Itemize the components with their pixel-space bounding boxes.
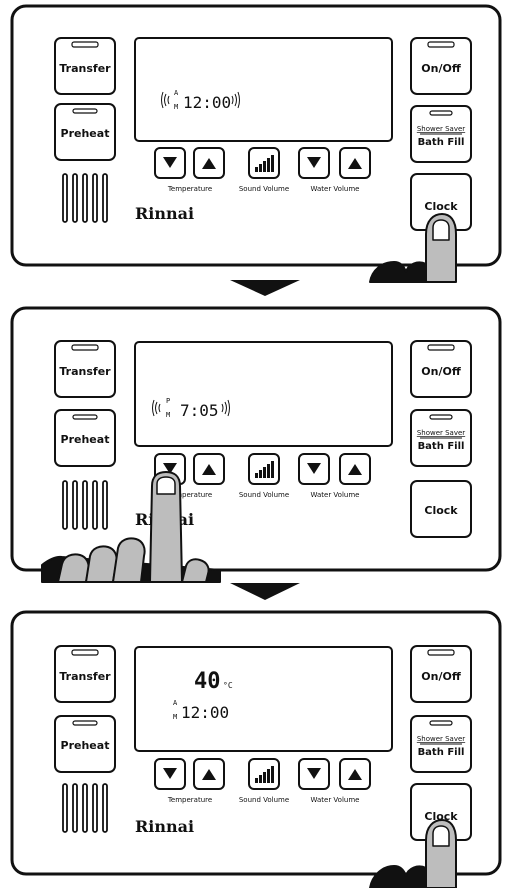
pressing-finger-icon (369, 819, 457, 888)
bath-fill-label: Bath Fill (418, 441, 465, 452)
volume-bars-icon (255, 461, 274, 478)
pressing-finger-icon (369, 213, 457, 283)
sound-volume-label: Sound Volume (239, 796, 289, 804)
down-arrow-icon (230, 583, 300, 600)
clock-button[interactable]: Clock (410, 783, 472, 841)
transfer-label: Transfer (59, 62, 111, 75)
preheat-label: Preheat (61, 739, 110, 752)
temperature-unit: °C (223, 681, 233, 690)
water-volume-down-button[interactable] (298, 758, 330, 790)
onoff-button[interactable]: On/Off (410, 340, 472, 398)
sound-volume-button[interactable] (248, 453, 280, 485)
lcd-display (134, 646, 393, 752)
temperature-label: Temperature (167, 185, 212, 193)
water-volume-down-button[interactable] (298, 147, 330, 179)
clock-button[interactable]: Clock (410, 480, 472, 538)
water-volume-up-button[interactable] (339, 147, 371, 179)
brand-logo: Rinnai (135, 817, 194, 836)
sound-volume-button[interactable] (248, 147, 280, 179)
bath-fill-button[interactable]: Shower Saver Bath Fill (410, 409, 472, 467)
clock-time: 12:00 (183, 93, 231, 112)
sound-wave-left-icon (161, 91, 170, 109)
onoff-label: On/Off (421, 62, 461, 75)
onoff-label: On/Off (421, 670, 461, 683)
preheat-label: Preheat (61, 127, 110, 140)
sound-volume-button[interactable] (248, 758, 280, 790)
shower-saver-label: Shower Saver (417, 125, 465, 133)
volume-bars-icon (255, 155, 274, 172)
water-volume-down-button[interactable] (298, 453, 330, 485)
preheat-button[interactable]: Preheat (54, 409, 116, 467)
temperature-up-button[interactable] (193, 147, 225, 179)
temperature-up-button[interactable] (193, 453, 225, 485)
onoff-button[interactable]: On/Off (410, 37, 472, 95)
lcd-display (134, 37, 393, 142)
lcd-display (134, 341, 393, 447)
temperature-value: 40 (194, 669, 221, 694)
panel-2: Transfer Preheat P M 7:05 (10, 306, 502, 583)
ampm-indicator-bottom: M (174, 103, 178, 111)
temperature-up-button[interactable] (193, 758, 225, 790)
sound-wave-right-icon (231, 91, 240, 109)
clock-label: Clock (424, 810, 458, 823)
water-volume-up-button[interactable] (339, 453, 371, 485)
pressing-hand-icon (41, 471, 221, 583)
transfer-label: Transfer (59, 670, 111, 683)
ampm-indicator-top: A (173, 699, 178, 707)
ampm-indicator-top: P (166, 397, 170, 405)
temperature-label: Temperature (167, 491, 212, 499)
sound-volume-label: Sound Volume (239, 491, 289, 499)
onoff-label: On/Off (421, 365, 461, 378)
temperature-down-button[interactable] (154, 758, 186, 790)
ampm-indicator-bottom: M (173, 713, 177, 721)
water-volume-up-button[interactable] (339, 758, 371, 790)
sound-volume-label: Sound Volume (239, 185, 289, 193)
transfer-button[interactable]: Transfer (54, 645, 116, 703)
clock-label: Clock (424, 504, 458, 517)
down-arrow-icon (230, 280, 300, 296)
bath-fill-label: Bath Fill (418, 747, 465, 758)
onoff-button[interactable]: On/Off (410, 645, 472, 703)
water-volume-label: Water Volume (311, 185, 360, 193)
bath-fill-label: Bath Fill (418, 137, 465, 148)
transfer-button[interactable]: Transfer (54, 340, 116, 398)
clock-time: 7:05 (180, 401, 219, 420)
volume-bars-icon (255, 766, 274, 783)
bath-fill-button[interactable]: Shower Saver Bath Fill (410, 715, 472, 773)
sound-wave-right-icon (221, 399, 230, 417)
shower-saver-label: Shower Saver (417, 429, 465, 437)
transfer-label: Transfer (59, 365, 111, 378)
clock-label: Clock (424, 200, 458, 213)
preheat-button[interactable]: Preheat (54, 103, 116, 161)
clock-button[interactable]: Clock (410, 173, 472, 231)
sound-wave-left-icon (152, 399, 161, 417)
temperature-label: Temperature (167, 796, 212, 804)
preheat-button[interactable]: Preheat (54, 715, 116, 773)
preheat-label: Preheat (61, 433, 110, 446)
panel-1: Transfer Preheat A M 12:00 (10, 4, 502, 283)
panel-3: Transfer Preheat 40 °C A M 12:00 (10, 610, 502, 888)
transfer-button[interactable]: Transfer (54, 37, 116, 95)
bath-fill-button[interactable]: Shower Saver Bath Fill (410, 105, 472, 163)
brand-logo: Rinnai (135, 204, 194, 223)
water-volume-label: Water Volume (311, 491, 360, 499)
temperature-down-button[interactable] (154, 147, 186, 179)
clock-time: 12:00 (181, 703, 229, 722)
ampm-indicator-top: A (174, 89, 179, 97)
ampm-indicator-bottom: M (166, 411, 170, 419)
water-volume-label: Water Volume (311, 796, 360, 804)
shower-saver-label: Shower Saver (417, 735, 465, 743)
